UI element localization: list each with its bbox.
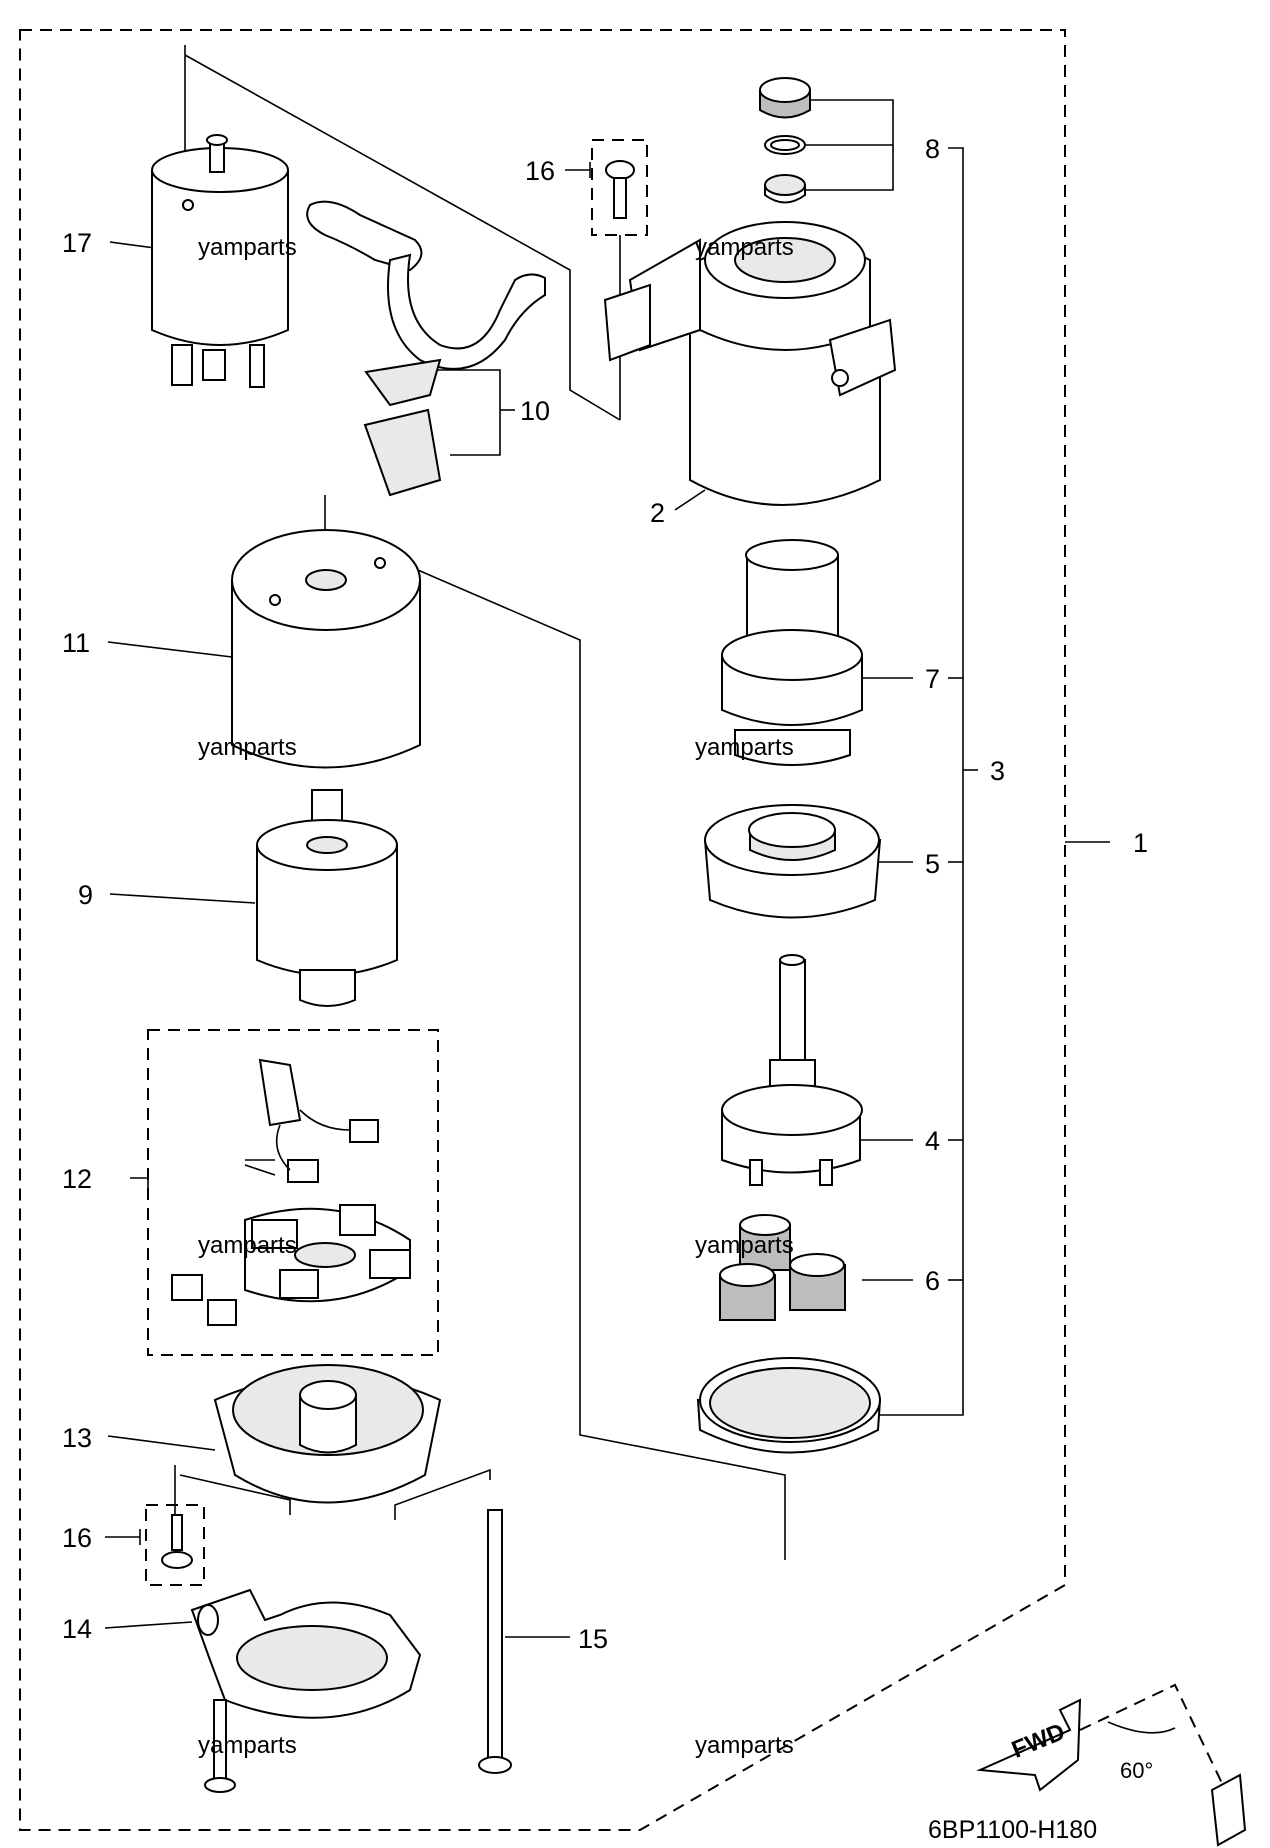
gear-housing-part-5: [703, 804, 882, 919]
armature-part-9: [256, 789, 398, 1007]
bolt-part-16-top: [591, 139, 648, 236]
pinion-gear-part-7: [721, 539, 863, 766]
watermark-text: yamparts: [695, 1732, 794, 1759]
planet-gears-part-6: [719, 1214, 846, 1321]
callout-8: 8: [925, 134, 940, 164]
watermark-text: yamparts: [695, 734, 794, 761]
callout-6: 6: [925, 1266, 940, 1296]
yoke-part-11: [231, 529, 421, 769]
callout-12: 12: [62, 1164, 92, 1194]
callout-14: 14: [62, 1614, 92, 1644]
assembly-boundary: [19, 29, 1066, 1831]
watermark-text: yamparts: [695, 234, 794, 261]
callout-1: 1: [1133, 828, 1148, 858]
callout-5: 5: [925, 849, 940, 879]
seal-parts-8: [759, 77, 811, 204]
angle-label: 60°: [1120, 1758, 1153, 1783]
front-housing-part-2: [603, 221, 897, 506]
rear-cover-part-13: [213, 1364, 442, 1504]
callout-10: 10: [520, 396, 550, 426]
callout-9: 9: [78, 880, 93, 910]
callout-16-top: 16: [525, 156, 555, 186]
solenoid-part-17: [151, 134, 289, 388]
callout-7: 7: [925, 664, 940, 694]
shaft-carrier-part-4: [721, 954, 863, 1186]
callout-17: 17: [62, 228, 92, 258]
leader-lines: [104, 241, 913, 1638]
diagram-code: 6BP1100-H180: [928, 1816, 1097, 1844]
watermark-text: yamparts: [198, 1732, 297, 1759]
callout-3: 3: [990, 756, 1005, 786]
callout-16-bottom: 16: [62, 1523, 92, 1553]
lever-part-10: [306, 200, 546, 497]
bolt-part-16-bottom: [145, 1504, 205, 1586]
callout-13: 13: [62, 1423, 92, 1453]
callout-4: 4: [925, 1126, 940, 1156]
brush-holder-part-12: [147, 1029, 439, 1356]
bracket-part-14: [190, 1588, 422, 1793]
callout-2: 2: [650, 498, 665, 528]
fwd-orientation-marker: [976, 1683, 1247, 1847]
watermark-text: yamparts: [695, 1232, 794, 1259]
watermark-text: yamparts: [198, 734, 297, 761]
through-bolt-part-15: [478, 1509, 512, 1774]
callout-15: 15: [578, 1624, 608, 1654]
watermark-text: yamparts: [198, 1232, 297, 1259]
internal-gear-part-3: [696, 1357, 882, 1454]
callout-11: 11: [62, 628, 90, 658]
watermark-text: yamparts: [198, 234, 297, 261]
